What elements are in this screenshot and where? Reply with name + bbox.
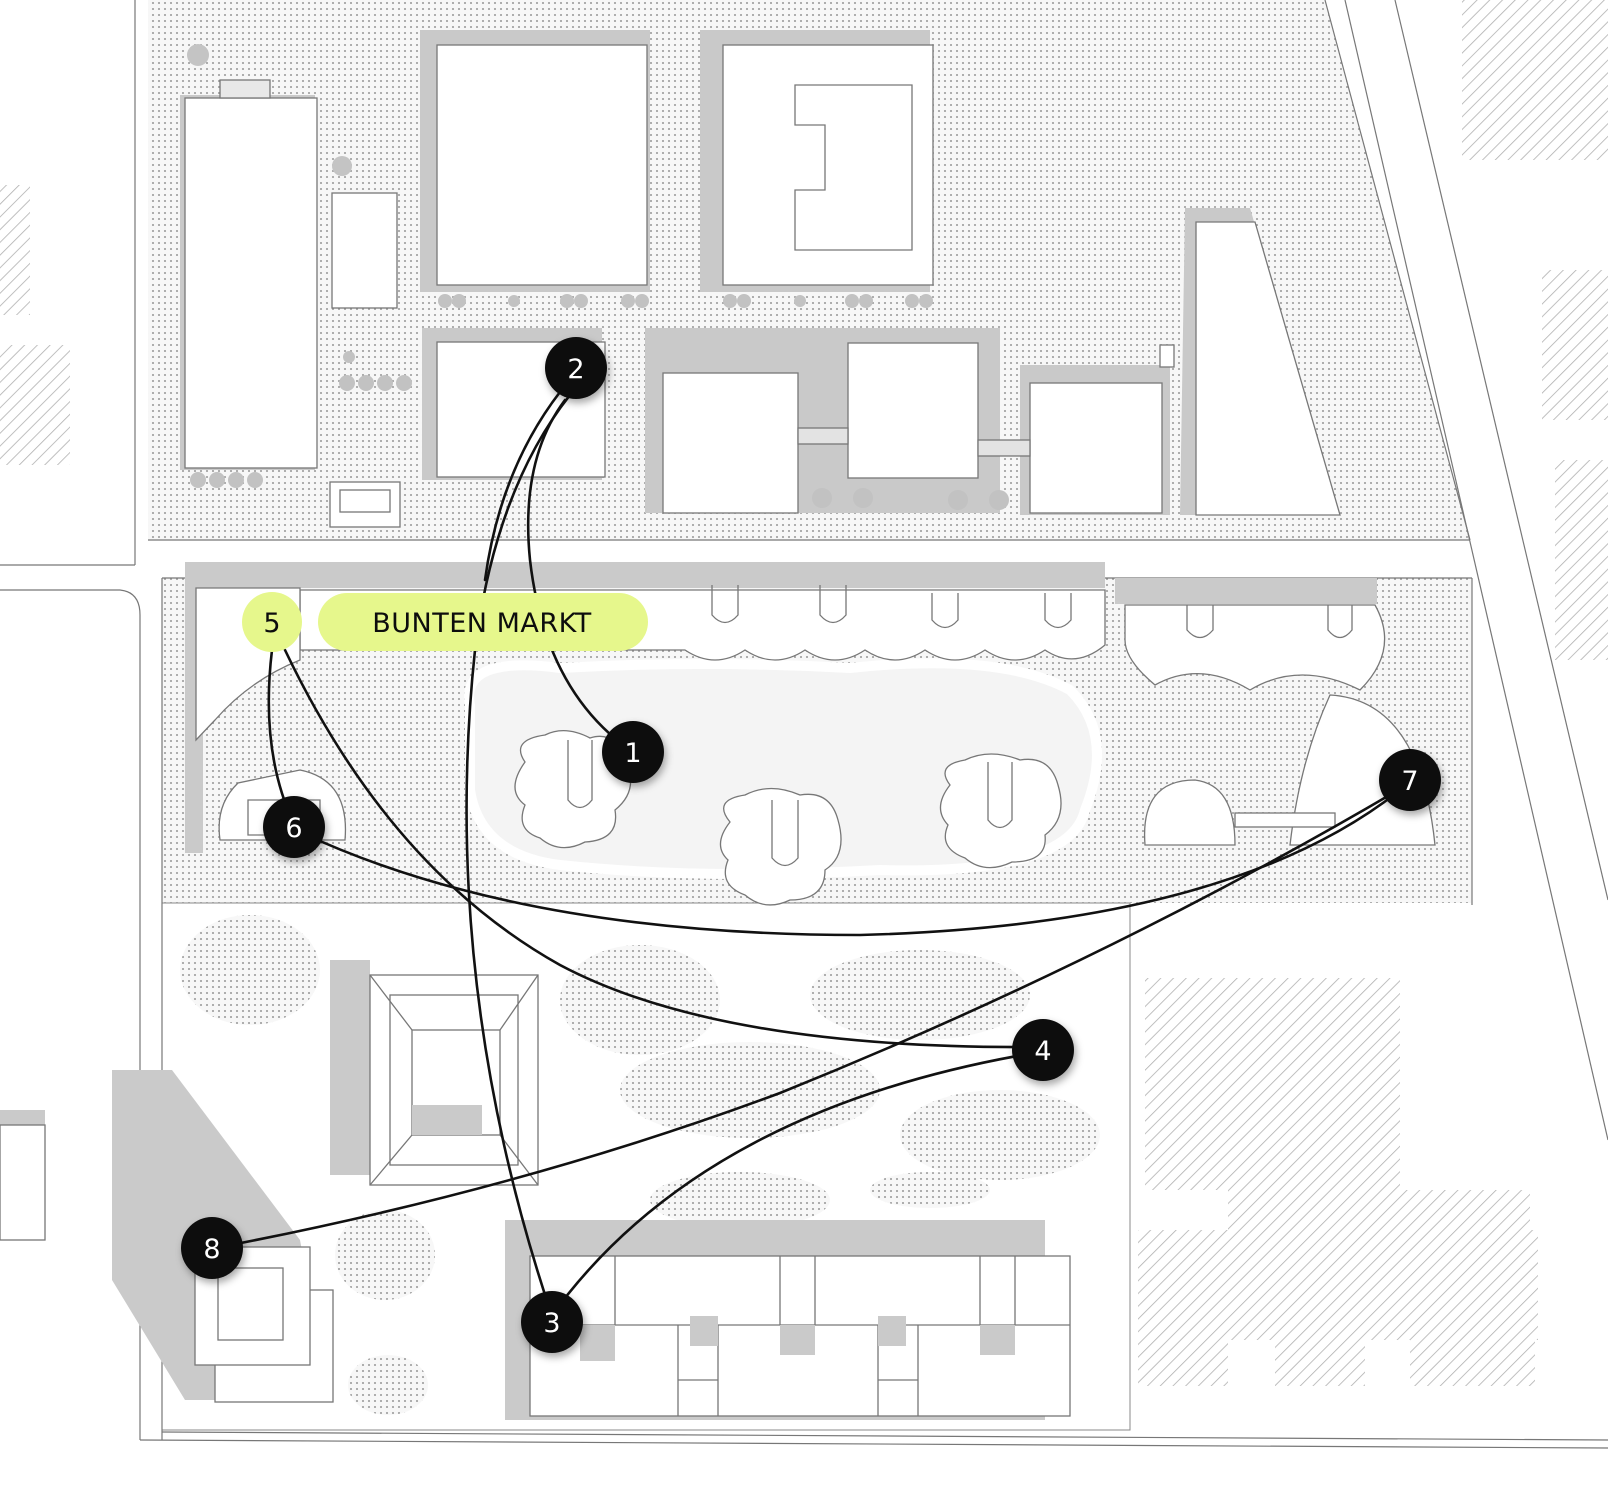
route-7-8	[213, 784, 1407, 1250]
marker-2-label: 2	[567, 354, 584, 385]
marker-6-label: 6	[285, 813, 302, 844]
marker-4-badge[interactable]	[1012, 1019, 1074, 1081]
marker-3[interactable]: 3	[521, 1291, 583, 1353]
route-2-3b	[483, 390, 562, 582]
route-4-3	[548, 1050, 1042, 1320]
pyramid-building	[369, 974, 539, 1186]
south-housing	[529, 1255, 1071, 1417]
marker-8-label: 8	[203, 1234, 220, 1265]
marker-5-badge[interactable]	[242, 592, 302, 652]
marker-1-label: 1	[624, 738, 641, 769]
route-5-4	[283, 648, 1045, 1049]
tree-rows	[190, 294, 1009, 510]
marker-5-label: 5	[263, 608, 280, 639]
marker-7-badge[interactable]	[1379, 749, 1441, 811]
marker-4-label: 4	[1034, 1036, 1051, 1067]
bunten-markt-pill[interactable]	[318, 593, 648, 651]
route-6-7	[298, 780, 1412, 937]
north-buildings	[180, 30, 1341, 528]
lower-park	[0, 915, 1100, 1420]
marker-3-badge[interactable]	[521, 1291, 583, 1353]
marker-6[interactable]: 6	[263, 796, 325, 858]
hatched-areas	[0, 0, 1608, 1386]
marker-8-badge[interactable]	[181, 1217, 243, 1279]
marker-3-label: 3	[543, 1308, 560, 1339]
marker-2-badge[interactable]	[545, 337, 607, 399]
marker-4[interactable]: 4	[1012, 1019, 1074, 1081]
marker-1[interactable]: 1	[602, 721, 664, 783]
marker-7[interactable]: 7	[1379, 749, 1441, 811]
markers-layer: 1 2 3 4 6 7 8	[181, 337, 1441, 1353]
route-2-1	[526, 398, 632, 752]
marker-2[interactable]: 2	[545, 337, 607, 399]
highlight-callout[interactable]: 5 BUNTEN MARKT	[242, 592, 648, 652]
southwest-tower	[194, 1246, 334, 1403]
marker-7-label: 7	[1401, 766, 1418, 797]
marker-6-badge[interactable]	[263, 796, 325, 858]
bunten-markt-label: BUNTEN MARKT	[372, 608, 591, 639]
route-2-3	[465, 393, 572, 1312]
marker-1-badge[interactable]	[602, 721, 664, 783]
marker-8[interactable]: 8	[181, 1217, 243, 1279]
route-lines	[213, 390, 1412, 1320]
